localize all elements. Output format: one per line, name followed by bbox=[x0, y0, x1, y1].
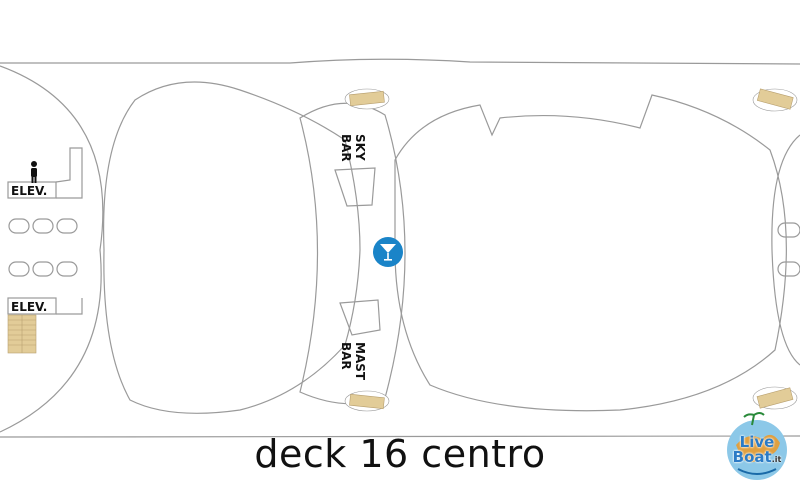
hull-outline-bottom bbox=[0, 435, 800, 438]
seat-pod bbox=[56, 218, 78, 234]
staircase-icon bbox=[752, 386, 798, 410]
staircase-icon bbox=[7, 314, 37, 354]
mast-bar-label-line1: MAST bbox=[353, 342, 367, 381]
seat-pod bbox=[8, 218, 30, 234]
seat-pod bbox=[32, 218, 54, 234]
sky-bar-label-line2: BAR bbox=[339, 134, 353, 162]
person-icon bbox=[31, 161, 37, 183]
logo-text-line2: Boat bbox=[732, 448, 772, 466]
seat-pod bbox=[777, 222, 800, 238]
sky-bar-label-line1: SKY bbox=[353, 134, 367, 161]
hull-outline bbox=[0, 58, 800, 65]
staircase-icon bbox=[344, 390, 390, 412]
logo-text-line1: Live bbox=[739, 433, 775, 451]
mast-bar-label-line2: BAR bbox=[339, 342, 353, 370]
central-hall-outline bbox=[103, 81, 361, 414]
right-edge-curve bbox=[771, 134, 800, 366]
mast-bar-counter bbox=[339, 299, 381, 336]
elevator-label-top: ELEV. bbox=[11, 184, 47, 198]
stair-frame-bottom bbox=[56, 298, 83, 315]
staircase-icon bbox=[344, 88, 390, 110]
liveboat-logo: Live Boat.it bbox=[718, 409, 796, 487]
seat-pod bbox=[56, 261, 78, 277]
elevator-box-bottom bbox=[7, 297, 57, 315]
globe-icon bbox=[727, 412, 787, 480]
seat-pod bbox=[32, 261, 54, 277]
sky-bar-counter bbox=[334, 167, 376, 207]
stair-frame-top bbox=[55, 147, 83, 199]
elevator-label-bottom: ELEV. bbox=[11, 300, 47, 314]
staircase-icon bbox=[752, 88, 798, 112]
solarium-outline bbox=[394, 94, 787, 412]
seat-pod bbox=[8, 261, 30, 277]
deck-caption: deck 16 centro bbox=[254, 432, 546, 476]
logo-text-suffix: .it bbox=[771, 455, 782, 464]
seat-pod bbox=[777, 261, 800, 277]
cocktail-glass-icon bbox=[373, 237, 403, 267]
left-lobby-wall bbox=[0, 65, 104, 433]
